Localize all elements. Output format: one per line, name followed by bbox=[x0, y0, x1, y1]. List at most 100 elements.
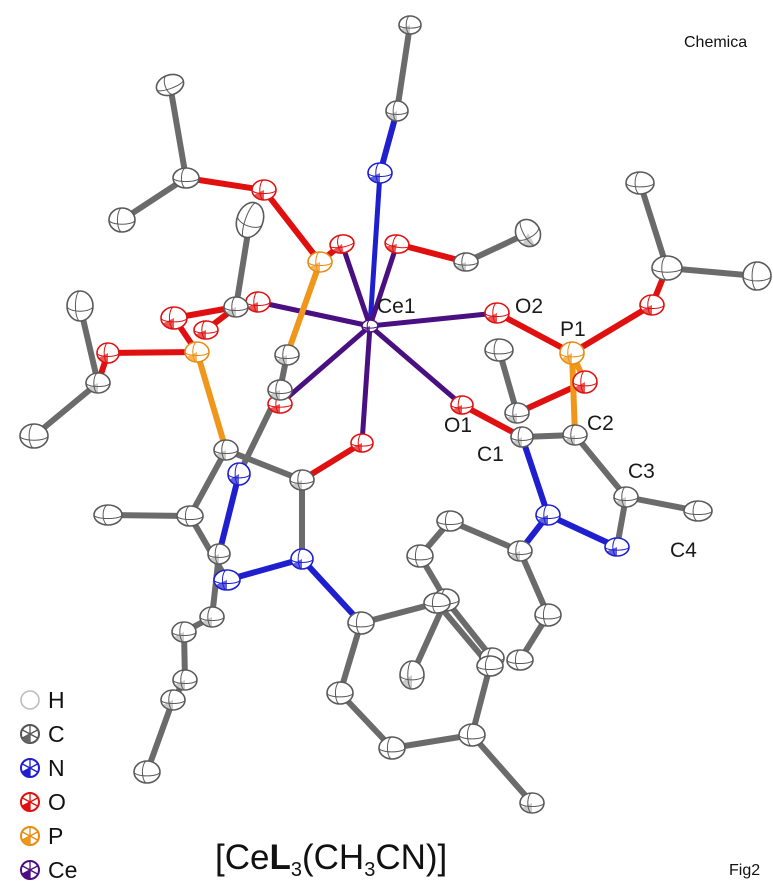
bonds-layer bbox=[31, 22, 760, 806]
atom-nR1 bbox=[535, 504, 561, 526]
atom-oL1 bbox=[251, 179, 277, 201]
atom-cE2 bbox=[423, 592, 451, 614]
bond-cA1-cA2 bbox=[394, 22, 413, 114]
bond-nR2-nR1 bbox=[545, 512, 620, 550]
bond-cE1-cE3 bbox=[337, 620, 364, 696]
atom-cB4 bbox=[436, 510, 464, 532]
bond-ce1-nA bbox=[367, 170, 383, 329]
atom-cM3 bbox=[19, 423, 49, 449]
legend-row-p: P bbox=[18, 819, 77, 853]
legend-row-o: O bbox=[18, 785, 77, 819]
atom-cE6 bbox=[476, 655, 504, 677]
bond-cF4-cF5 bbox=[144, 697, 176, 775]
legend-row-n: N bbox=[18, 751, 77, 785]
atom-cL4 bbox=[235, 201, 265, 239]
label-c3: C3 bbox=[628, 460, 655, 483]
atoms-layer bbox=[19, 15, 772, 814]
bond-cR1-cR2 bbox=[637, 180, 670, 271]
legend-row-h: H bbox=[18, 683, 77, 717]
bond-ce1-oT2 bbox=[367, 241, 400, 329]
phosphorus-sphere-icon bbox=[20, 826, 40, 846]
bond-nD2-cE1 bbox=[299, 556, 364, 626]
bond-ce1-oB1 bbox=[277, 323, 373, 407]
carbon-sphere-icon bbox=[20, 724, 40, 744]
bond-pL-oL1 bbox=[261, 187, 323, 265]
atom-cD2 bbox=[289, 469, 315, 491]
atom-cL1 bbox=[172, 167, 200, 189]
atom-cP2 bbox=[267, 379, 293, 401]
atom-nD2 bbox=[290, 548, 314, 570]
atom-cE4 bbox=[378, 736, 406, 760]
oxygen-sphere-icon bbox=[20, 792, 40, 812]
bond-pM-oM1 bbox=[105, 349, 200, 356]
legend-label-h: H bbox=[48, 686, 65, 713]
formula-mid: (CH bbox=[301, 838, 365, 877]
formula-prefix: [Ce bbox=[215, 838, 270, 877]
atom-pL bbox=[307, 251, 333, 273]
atom-cL3 bbox=[108, 207, 136, 233]
atom-cE7 bbox=[519, 792, 545, 814]
atom-cE5 bbox=[458, 723, 486, 747]
atom-cR1 bbox=[651, 255, 683, 281]
atom-cC2 bbox=[562, 424, 588, 446]
bond-pM-cD1 bbox=[194, 349, 229, 453]
atom-cI2 bbox=[514, 218, 542, 248]
formula-subscript-2: 3 bbox=[364, 859, 376, 881]
bond-pL-cP1 bbox=[284, 259, 323, 358]
label-o1: O1 bbox=[444, 414, 472, 437]
atom-ce1 bbox=[361, 319, 379, 333]
atom-cC1 bbox=[510, 426, 534, 448]
hydrogen-sphere-icon bbox=[20, 690, 40, 710]
atom-cB2 bbox=[534, 603, 562, 627]
atom-cE1 bbox=[347, 611, 375, 635]
atom-cD3 bbox=[176, 505, 204, 527]
atom-pM bbox=[184, 341, 210, 363]
atom-cI1 bbox=[453, 252, 479, 272]
atom-oL2 bbox=[245, 291, 271, 313]
legend-label-c: C bbox=[48, 720, 65, 747]
atom-oR1 bbox=[639, 294, 665, 316]
formula-ligand: L bbox=[269, 838, 291, 877]
atom-cF5 bbox=[133, 760, 161, 784]
bond-nR1-cC1 bbox=[519, 434, 551, 518]
atom-cB3 bbox=[506, 649, 534, 671]
complex-formula: [CeL3(CH3CN)] bbox=[215, 838, 447, 882]
atom-nA bbox=[367, 162, 393, 184]
bond-ce1-oT1 bbox=[339, 241, 373, 329]
corner-caption-top: Chemica bbox=[684, 34, 748, 51]
label-p1: P1 bbox=[560, 318, 586, 341]
atom-oT2 bbox=[384, 234, 410, 254]
legend-label-p: P bbox=[48, 822, 64, 849]
atom-oB2 bbox=[350, 433, 374, 453]
atom-nD1 bbox=[227, 462, 251, 486]
bond-cD1-cD3 bbox=[187, 447, 229, 519]
atom-cA1 bbox=[385, 100, 409, 122]
atom-cD5 bbox=[207, 543, 231, 565]
atom-cM2 bbox=[85, 372, 111, 394]
atom-cC4 bbox=[683, 500, 713, 522]
atom-cE3 bbox=[326, 681, 354, 705]
bond-ce1-oL2 bbox=[255, 299, 373, 329]
bond-nD1-cD5 bbox=[216, 471, 242, 557]
element-legend: H C N O P Ce bbox=[18, 683, 77, 887]
legend-label-ce: Ce bbox=[48, 856, 78, 883]
atom-cB7 bbox=[399, 660, 425, 690]
bond-cE5-cE7 bbox=[469, 732, 535, 806]
atom-cR3 bbox=[742, 261, 772, 291]
atom-cB1 bbox=[507, 540, 533, 562]
atom-oO1 bbox=[450, 395, 474, 415]
legend-label-n: N bbox=[48, 754, 65, 781]
atom-oM1 bbox=[96, 342, 120, 364]
legend-label-o: O bbox=[48, 788, 66, 815]
label-ce1: Ce1 bbox=[377, 295, 416, 318]
bond-cL1-cL2 bbox=[167, 82, 189, 181]
corner-caption-bottom: Fig2 bbox=[729, 862, 761, 879]
atom-oM2 bbox=[193, 320, 219, 340]
label-c1: C1 bbox=[477, 443, 504, 466]
atom-cF2 bbox=[171, 621, 197, 643]
atom-nR2 bbox=[604, 537, 630, 557]
atom-cP1 bbox=[274, 344, 300, 366]
bond-cD1-cD2 bbox=[223, 447, 305, 483]
label-c4: C4 bbox=[670, 539, 697, 562]
